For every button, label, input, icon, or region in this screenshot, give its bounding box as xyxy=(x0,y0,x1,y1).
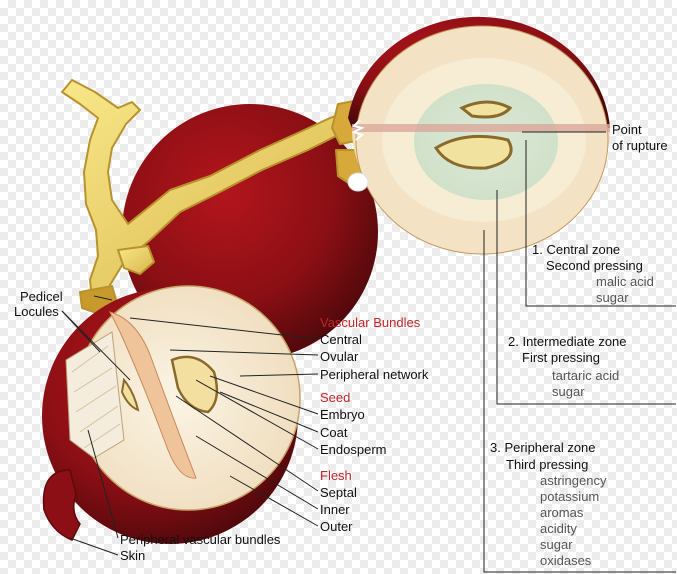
label-point-of-rupture-line2: of rupture xyxy=(612,138,668,153)
heading-flesh: Flesh xyxy=(320,468,352,483)
zone-2-component: tartaric acid xyxy=(552,368,620,383)
heading-vascular-bundles: Vascular Bundles xyxy=(320,315,421,330)
zone-2-component: sugar xyxy=(552,384,585,399)
zone-3-component: oxidases xyxy=(540,553,592,568)
label-skin: Skin xyxy=(120,548,146,563)
label-embryo: Embryo xyxy=(320,407,365,422)
zone-1-component: malic acid xyxy=(596,274,654,289)
label-endosperm: Endosperm xyxy=(320,442,387,457)
label-central: Central xyxy=(320,332,362,347)
zone-3-component: potassium xyxy=(540,489,600,504)
label-coat: Coat xyxy=(320,425,348,440)
zone-3-component: aromas xyxy=(540,505,584,520)
leader-lines xyxy=(61,131,676,573)
zone-3-subtitle: Third pressing xyxy=(506,457,589,472)
heading-seed: Seed xyxy=(320,390,351,405)
label-peripheral-network: Peripheral network xyxy=(320,367,429,382)
zone-1-subtitle: Second pressing xyxy=(546,258,643,273)
label-inner: Inner xyxy=(320,502,350,517)
left-grape xyxy=(42,285,301,544)
zone-3-component: astringency xyxy=(540,473,607,488)
label-ovular: Ovular xyxy=(320,349,359,364)
right-grape xyxy=(347,16,610,255)
zone-3-component: acidity xyxy=(540,521,577,536)
label-septal: Septal xyxy=(320,485,357,500)
label-point-of-rupture-line1: Point xyxy=(612,122,642,137)
label-locules: Locules xyxy=(14,304,59,319)
zone-2-title: 2. Intermediate zone xyxy=(508,334,627,349)
label-peripheral-vascular-bundles: Peripheral vascular bundles xyxy=(120,532,281,547)
zone-1-title: 1. Central zone xyxy=(532,242,621,257)
label-outer: Outer xyxy=(320,519,353,534)
zone-1-component: sugar xyxy=(596,290,629,305)
zone-3-title: 3. Peripheral zone xyxy=(490,440,596,455)
label-pedicel: Pedicel xyxy=(20,289,63,304)
zone-3-component: sugar xyxy=(540,537,573,552)
zone-2-subtitle: First pressing xyxy=(522,350,601,365)
